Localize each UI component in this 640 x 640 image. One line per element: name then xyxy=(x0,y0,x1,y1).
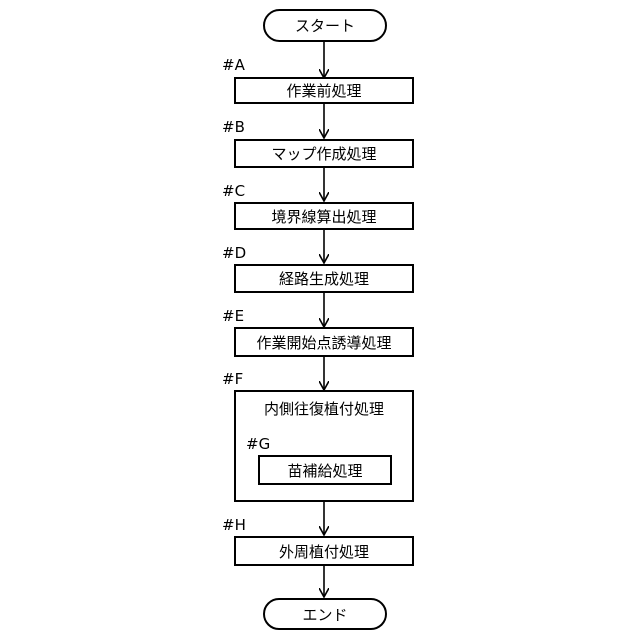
step-e-label: 作業開始点誘導処理 xyxy=(256,332,391,353)
step-e-box: 作業開始点誘導処理 xyxy=(234,327,414,357)
step-b-box: マップ作成処理 xyxy=(234,139,414,168)
step-g-label: 苗補給処理 xyxy=(287,460,362,481)
end-terminal: エンド xyxy=(263,598,387,630)
step-e-id: #E xyxy=(222,309,244,324)
step-d-id: #D xyxy=(222,246,246,261)
step-a-box: 作業前処理 xyxy=(234,77,414,104)
step-f-label: 内側往復植付処理 xyxy=(236,398,412,419)
step-d-label: 経路生成処理 xyxy=(279,268,369,289)
step-b-id: #B xyxy=(222,120,245,135)
step-h-id: #H xyxy=(222,518,246,533)
step-h-label: 外周植付処理 xyxy=(279,541,369,562)
step-c-id: #C xyxy=(222,184,245,199)
start-label: スタート xyxy=(295,15,355,36)
step-h-box: 外周植付処理 xyxy=(234,536,414,566)
step-g-id: #G xyxy=(246,437,270,452)
step-c-box: 境界線算出処理 xyxy=(234,202,414,230)
start-terminal: スタート xyxy=(263,9,387,42)
end-label: エンド xyxy=(302,604,347,625)
step-b-label: マップ作成処理 xyxy=(271,143,376,164)
step-d-box: 経路生成処理 xyxy=(234,264,414,293)
step-a-id: #A xyxy=(222,58,245,73)
step-g-box: 苗補給処理 xyxy=(258,455,392,485)
step-c-label: 境界線算出処理 xyxy=(271,206,376,227)
step-a-label: 作業前処理 xyxy=(286,80,361,101)
step-f-id: #F xyxy=(222,372,243,387)
